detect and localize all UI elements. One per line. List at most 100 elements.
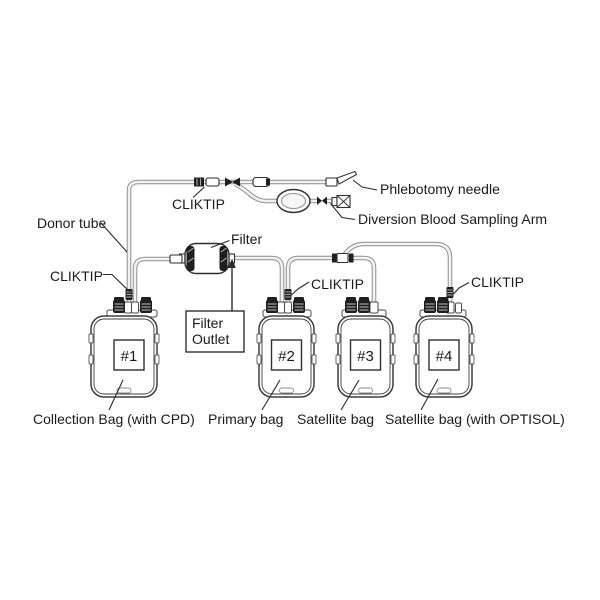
bag-notch (311, 333, 317, 344)
filter-outlet-tube (229, 255, 285, 303)
bag-port-icon (139, 296, 153, 314)
bag-port-icon (344, 296, 358, 314)
satellite-optisol-core (342, 242, 452, 303)
filter-outlet-label-line2: Outlet (192, 331, 229, 347)
bag-notch (256, 333, 262, 344)
bag-number: #3 (357, 348, 374, 365)
bag-number: #2 (278, 348, 295, 365)
leader-caption-satellite (340, 379, 360, 411)
bag-notch (390, 333, 396, 344)
caption-satellite-optisol-bag: Satellite bag (with OPTISOL) (385, 411, 565, 427)
leader-phlebotomy (352, 179, 378, 191)
leader-caption-optisol (420, 378, 439, 411)
bag-logo-mark (116, 387, 132, 394)
bag-primary: #2 (256, 288, 317, 398)
bag-notch (335, 333, 341, 344)
bag-body-inner (93, 318, 155, 395)
pinch-valve (317, 196, 327, 205)
luer-adapter (336, 194, 351, 209)
bag-notch (88, 333, 94, 344)
bag-port-icon (112, 296, 126, 314)
label-cliktip-satellite: CLIKTIP (471, 274, 524, 290)
filter-body (184, 242, 230, 275)
bag-tube-stub (277, 301, 285, 314)
bag-notch (469, 354, 475, 365)
tube-connector-b (252, 176, 270, 188)
leader-cliktip-collection (103, 273, 131, 293)
bag-notch (335, 354, 341, 365)
bag-notch (311, 354, 317, 365)
filter-cap-right (219, 246, 228, 271)
bag-number-box (113, 339, 145, 371)
bag-body-inner (261, 318, 312, 395)
sampling-pouch-inner (281, 193, 306, 209)
leader-cliktip-top (192, 186, 205, 198)
bag-tube-stub (124, 301, 132, 314)
label-donor-tube: Donor tube (37, 215, 106, 231)
bag-port-icon (423, 296, 437, 314)
label-cliktip-top: CLIKTIP (172, 196, 225, 212)
bag-notch (154, 333, 160, 344)
bag-logo-mark (436, 387, 452, 394)
bag-number: #1 (121, 348, 138, 365)
leader-caption-collection (108, 379, 124, 411)
branch-junction-clamp (225, 177, 240, 187)
label-filter: Filter (231, 231, 262, 247)
filter-outlet-callout: Filter Outlet (185, 258, 245, 353)
bag-port-icon (436, 296, 450, 314)
filter-assembly (169, 242, 236, 275)
bag-notch (256, 354, 262, 365)
filter-outlet-core (229, 256, 284, 303)
needle-hub (325, 177, 338, 187)
bag-tube-stub (369, 301, 379, 314)
bag-number-box (428, 339, 460, 371)
luer-cap (331, 196, 338, 207)
leader-cliktip-satellite (453, 282, 470, 295)
bag-number-box (270, 339, 303, 371)
bag-number: #4 (436, 348, 453, 365)
bag-number-box (349, 339, 382, 371)
bag-tube-stub (455, 302, 462, 314)
y-junction (332, 252, 354, 264)
tube-connector-a (205, 177, 220, 187)
bag-tube-stub (284, 301, 292, 314)
needle-cannula (336, 170, 358, 185)
bag-notch (390, 354, 396, 365)
filter-outlet-arrowhead (228, 258, 236, 268)
label-cliktip-collection: CLIKTIP (50, 268, 103, 284)
bag-logo-mark (358, 387, 373, 394)
phlebotomy-needle-graphic (325, 170, 358, 187)
cliktip-connector-top (194, 177, 204, 187)
leader-cliktip-primary (291, 281, 310, 296)
bag-satellite-optisol: #4 (413, 286, 475, 398)
caption-primary-bag: Primary bag (208, 411, 283, 427)
donor-tube-core (127, 180, 326, 303)
main-line-fittings (194, 170, 358, 188)
label-cliktip-primary: CLIKTIP (311, 276, 364, 292)
leader-lines (100, 179, 470, 411)
bag-collection: #1 (88, 288, 160, 398)
diversion-sampling-arm (276, 188, 351, 214)
filter-outlet-label-line1: Filter (192, 315, 223, 331)
filter-inlet-connector (169, 254, 183, 264)
bag-logo-mark (279, 387, 294, 394)
tubing-cores (127, 180, 452, 303)
filter-outlet-box (185, 310, 245, 353)
bag-port-icon (292, 296, 306, 314)
bag-port-icon (265, 296, 279, 314)
bag-body-inner (418, 318, 470, 395)
filter-inlet-core (133, 257, 185, 303)
bag-notch (469, 333, 475, 344)
bag-satellite: #3 (335, 296, 396, 398)
bag-notch (413, 333, 419, 344)
filter-inlet-tube (132, 256, 185, 303)
bag-notch (88, 354, 94, 365)
caption-satellite-bag: Satellite bag (297, 411, 374, 427)
leader-donor-tube (100, 222, 128, 253)
cliktip-connector-primary (284, 288, 292, 301)
label-diversion-arm: Diversion Blood Sampling Arm (358, 211, 547, 227)
filter-cap-left (186, 246, 195, 271)
text-labels: Phlebotomy needle Diversion Blood Sampli… (33, 181, 565, 427)
